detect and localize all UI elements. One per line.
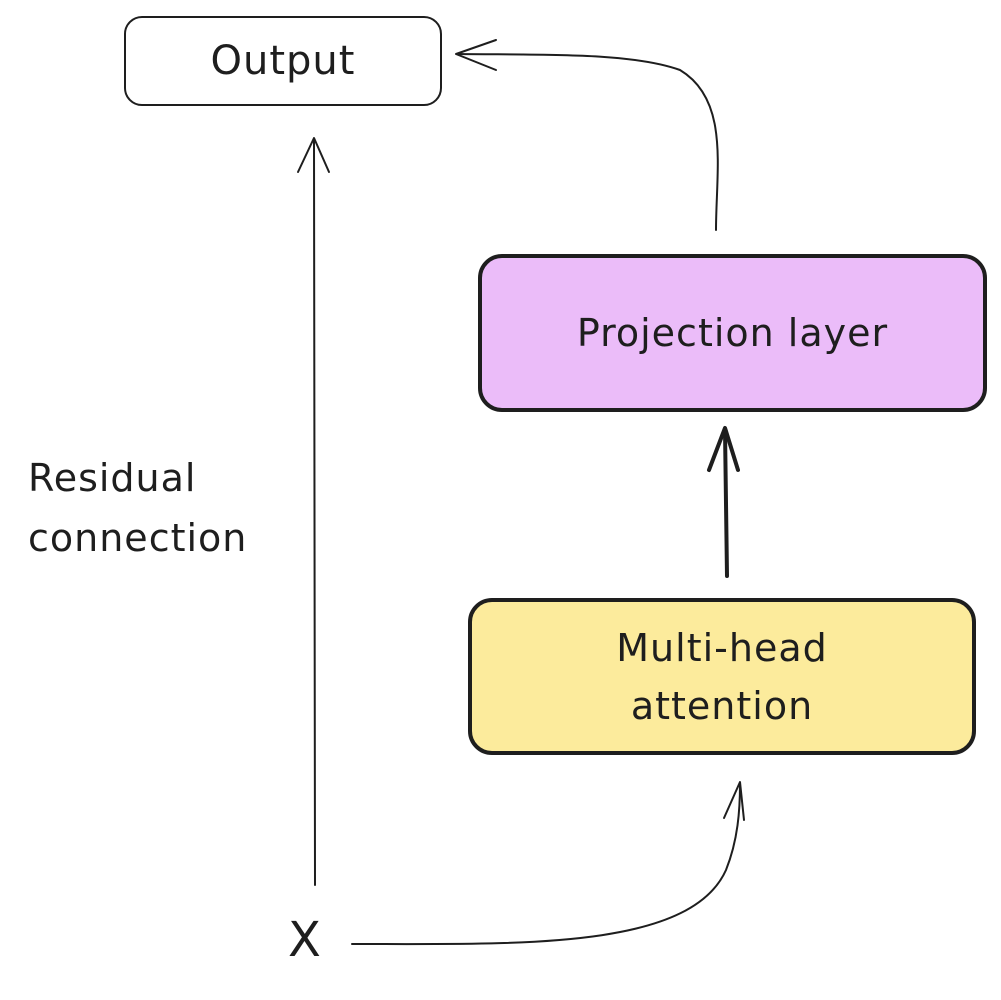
input-to-attention-arrowhead: [723, 781, 745, 821]
input-to-attention-arrow: [351, 783, 741, 946]
input-x-label: X: [288, 912, 322, 968]
attention-label-line2: attention: [630, 683, 814, 728]
residual-arrow: [313, 139, 316, 886]
projection-to-output-arrow: [457, 53, 719, 231]
residual-label-line2: connection: [28, 516, 248, 560]
projection-layer-label: Projection layer: [576, 311, 889, 355]
attention-to-projection-arrow: [723, 428, 729, 578]
output-label: Output: [210, 38, 356, 84]
projection-to-output-arrowhead: [455, 39, 497, 71]
output-node: Output: [124, 16, 442, 106]
residual-arrowhead: [297, 137, 330, 173]
residual-label-line1: Residual: [28, 456, 197, 500]
multi-head-attention-node: Multi-head attention: [468, 598, 976, 755]
attention-to-projection-arrowhead: [707, 426, 740, 472]
attention-label-line1: Multi-head: [616, 625, 828, 670]
residual-connection-label: Residual connection: [28, 448, 247, 568]
projection-layer-node: Projection layer: [478, 254, 987, 412]
